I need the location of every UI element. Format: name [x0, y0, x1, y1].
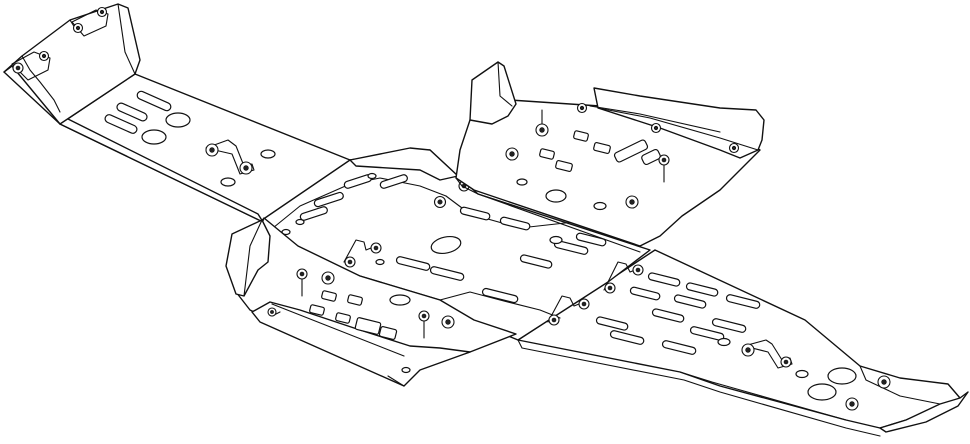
hole: [593, 201, 607, 211]
cutout: [335, 312, 351, 324]
rear-arm-bracket: [741, 339, 793, 369]
upper-nut-4: [625, 195, 639, 209]
slot: [711, 318, 747, 333]
rear-right-arm-plate: [517, 249, 969, 437]
slot: [395, 256, 431, 271]
slot: [575, 232, 607, 247]
slot: [429, 266, 465, 281]
slot: [313, 191, 344, 208]
cutout: [309, 304, 325, 316]
slot: [481, 287, 519, 304]
cutout: [539, 148, 555, 160]
slot: [136, 90, 172, 112]
slot: [647, 272, 681, 287]
slot: [609, 330, 645, 345]
cutout: [573, 130, 589, 142]
slot: [725, 294, 761, 309]
hole: [717, 337, 731, 347]
cutout: [354, 317, 382, 335]
arm-bracket: [205, 139, 255, 175]
slot: [299, 206, 328, 221]
hole: [367, 172, 377, 180]
lower-nut-4: [441, 315, 455, 329]
upper-rear-plate: [455, 61, 765, 253]
slot: [661, 340, 697, 355]
lower-bolt-1: [296, 268, 308, 297]
slot: [689, 326, 725, 341]
cutout: [613, 139, 649, 163]
front-guard-bracket-right: [71, 6, 109, 37]
hole: [141, 129, 167, 145]
slot: [595, 316, 629, 331]
hole: [430, 235, 462, 255]
slot: [519, 254, 553, 269]
lower-front-plate: [225, 217, 517, 387]
center-main-plate: [261, 147, 651, 341]
upper-nut-2: [505, 147, 519, 161]
hole: [220, 177, 236, 187]
slot: [459, 206, 491, 221]
lower-bolt-5: [267, 307, 281, 317]
hole: [260, 149, 276, 159]
center-bracket-left: [343, 239, 382, 268]
center-bracket-right-2: [603, 261, 644, 294]
cutout: [378, 326, 398, 340]
hole: [795, 369, 809, 379]
cutout: [555, 160, 573, 172]
hole: [165, 112, 191, 128]
hole: [807, 383, 837, 401]
cutout: [641, 148, 661, 166]
slot: [673, 294, 707, 309]
lower-nut-2: [321, 271, 335, 285]
center-bracket-right-1: [547, 295, 590, 326]
hole: [827, 367, 857, 385]
slot: [499, 216, 531, 231]
hole: [389, 294, 411, 306]
hole: [375, 258, 385, 266]
cutout: [321, 290, 337, 302]
hole: [295, 218, 305, 226]
slot: [651, 308, 685, 323]
front-guard-bracket-left: [11, 50, 51, 81]
cutout: [347, 294, 363, 306]
rear-arm-nut: [845, 375, 891, 411]
cutout: [593, 142, 611, 154]
lip-nuts: [576, 102, 740, 154]
slot: [116, 102, 148, 122]
upper-bolt-3: [658, 154, 670, 183]
hole: [401, 366, 411, 374]
slot: [104, 114, 138, 134]
slot: [685, 282, 719, 297]
hole: [516, 178, 528, 186]
slot: [379, 174, 408, 189]
hole: [545, 189, 567, 203]
lower-bolt-3: [418, 310, 430, 339]
front-left-arm-plate: [3, 3, 356, 223]
hole: [549, 235, 563, 245]
upper-bolt-1: [535, 109, 549, 137]
slot: [629, 286, 661, 301]
